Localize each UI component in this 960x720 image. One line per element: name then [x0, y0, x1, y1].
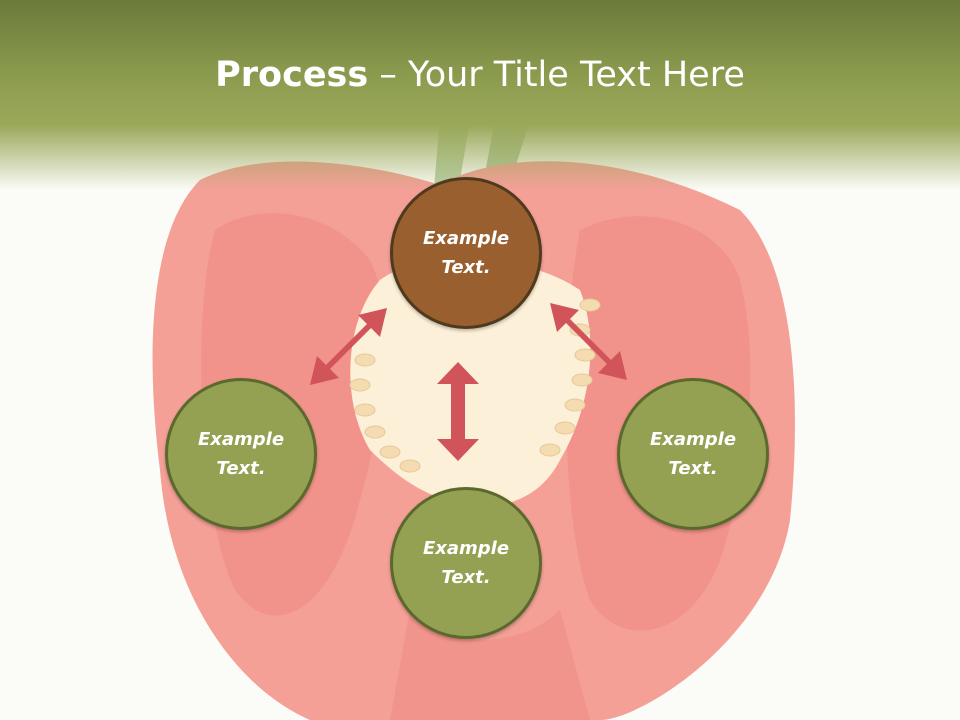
node-left-line2: Text.: [216, 458, 266, 479]
arrow-top-right: [550, 303, 627, 380]
node-top-line2: Text.: [441, 257, 491, 278]
arrow-top-left: [310, 308, 387, 385]
title-strong: Process: [215, 55, 369, 95]
process-node-right: Example Text.: [617, 378, 769, 530]
node-right-line1: Example: [649, 429, 737, 450]
process-node-top: Example Text.: [390, 177, 542, 329]
node-left-line1: Example: [197, 429, 285, 450]
header-banner: [0, 0, 960, 190]
node-bottom-line2: Text.: [441, 567, 491, 588]
node-bottom-line1: Example: [422, 538, 510, 559]
process-node-bottom: Example Text.: [390, 487, 542, 639]
arrow-group: [310, 303, 627, 461]
process-node-left: Example Text.: [165, 378, 317, 530]
arrow-vertical: [437, 362, 479, 461]
node-top-line1: Example: [422, 228, 510, 249]
page-title: Process – Your Title Text Here: [0, 52, 960, 98]
node-right-line2: Text.: [668, 458, 718, 479]
title-rest: – Your Title Text Here: [368, 55, 745, 95]
